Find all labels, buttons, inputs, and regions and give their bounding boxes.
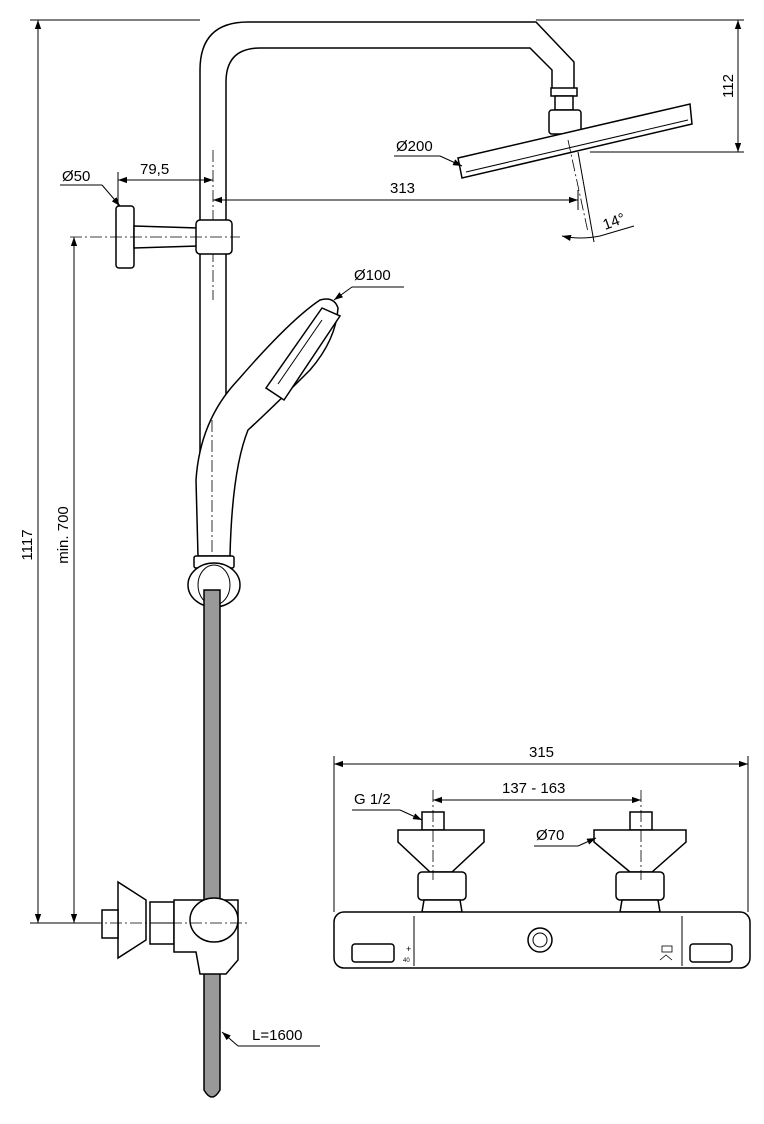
escutcheon-dia-label: Ø70	[536, 827, 564, 844]
min-height-label: min. 700	[55, 506, 72, 564]
arm-offset-label: 79,5	[140, 161, 169, 178]
inlet-centres-label: 137 - 163	[502, 780, 565, 797]
shower-riser	[199, 21, 575, 560]
dim-min-height: min. 700	[55, 237, 78, 923]
bath-symbol-icon	[659, 954, 673, 961]
mixer-side-view	[30, 880, 250, 975]
head-projection-label: 313	[390, 180, 415, 197]
hand-shower-holder	[187, 555, 241, 608]
dim-head-angle: 14°	[561, 210, 635, 242]
shower-hose	[203, 589, 221, 1098]
shower-symbol-icon	[661, 945, 673, 953]
dim-hose: L=1600	[221, 1027, 320, 1047]
dim-thread: G 1/2	[352, 791, 423, 821]
dim-head-drop: 112	[536, 19, 744, 153]
hand-shower-dia-label: Ø100	[354, 267, 391, 284]
head-angle-label: 14°	[601, 210, 628, 234]
dim-escutcheon: Ø70	[534, 827, 597, 847]
head-connector	[548, 87, 582, 135]
head-dia-label: Ø200	[396, 138, 433, 155]
mixer-front-view: + 40	[333, 811, 751, 969]
temp-symbol: +	[406, 944, 411, 954]
overall-height-label: 1117	[19, 529, 36, 560]
hand-shower	[195, 298, 342, 560]
mixer-width-label: 315	[529, 744, 554, 761]
dim-overall-height: 1117	[19, 19, 200, 924]
dim-inlet-centres: 137 - 163	[432, 780, 642, 880]
temp-value: 40	[403, 958, 410, 964]
dim-head-dia: Ø200	[394, 138, 463, 167]
dim-head-projection: 313	[213, 180, 579, 210]
inlet-thread-label: G 1/2	[354, 791, 391, 808]
head-drop-label: 112	[720, 74, 737, 98]
wall-bracket	[70, 205, 240, 269]
dim-hand-shower: Ø100	[333, 267, 404, 301]
head-shower	[457, 103, 693, 243]
dim-arm-offset: 79,5	[117, 161, 213, 206]
dim-flange: Ø50	[60, 168, 121, 207]
hose-length-label: L=1600	[252, 1027, 302, 1044]
flange-dia-label: Ø50	[62, 168, 90, 185]
dim-mixer-width: 315	[333, 744, 749, 912]
